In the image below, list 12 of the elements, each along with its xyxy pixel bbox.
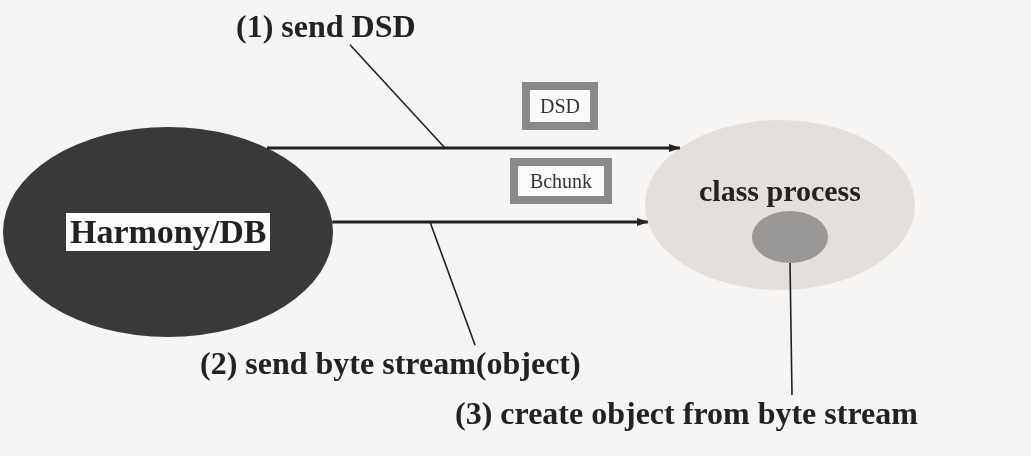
step-label: (2) send byte stream(object) [200, 345, 581, 382]
node-label: Harmony/DB [66, 213, 271, 251]
packet-box: Bchunk [510, 158, 612, 204]
leader-line [349, 44, 446, 149]
step-label: (3) create object from byte stream [455, 395, 918, 432]
step-label: (1) send DSD [236, 8, 416, 45]
packet-box: DSD [522, 82, 598, 130]
arrow [267, 144, 681, 152]
leader-line [789, 262, 793, 396]
node-label: class process [699, 174, 861, 208]
leader-line [429, 221, 476, 346]
arrow [332, 218, 649, 226]
